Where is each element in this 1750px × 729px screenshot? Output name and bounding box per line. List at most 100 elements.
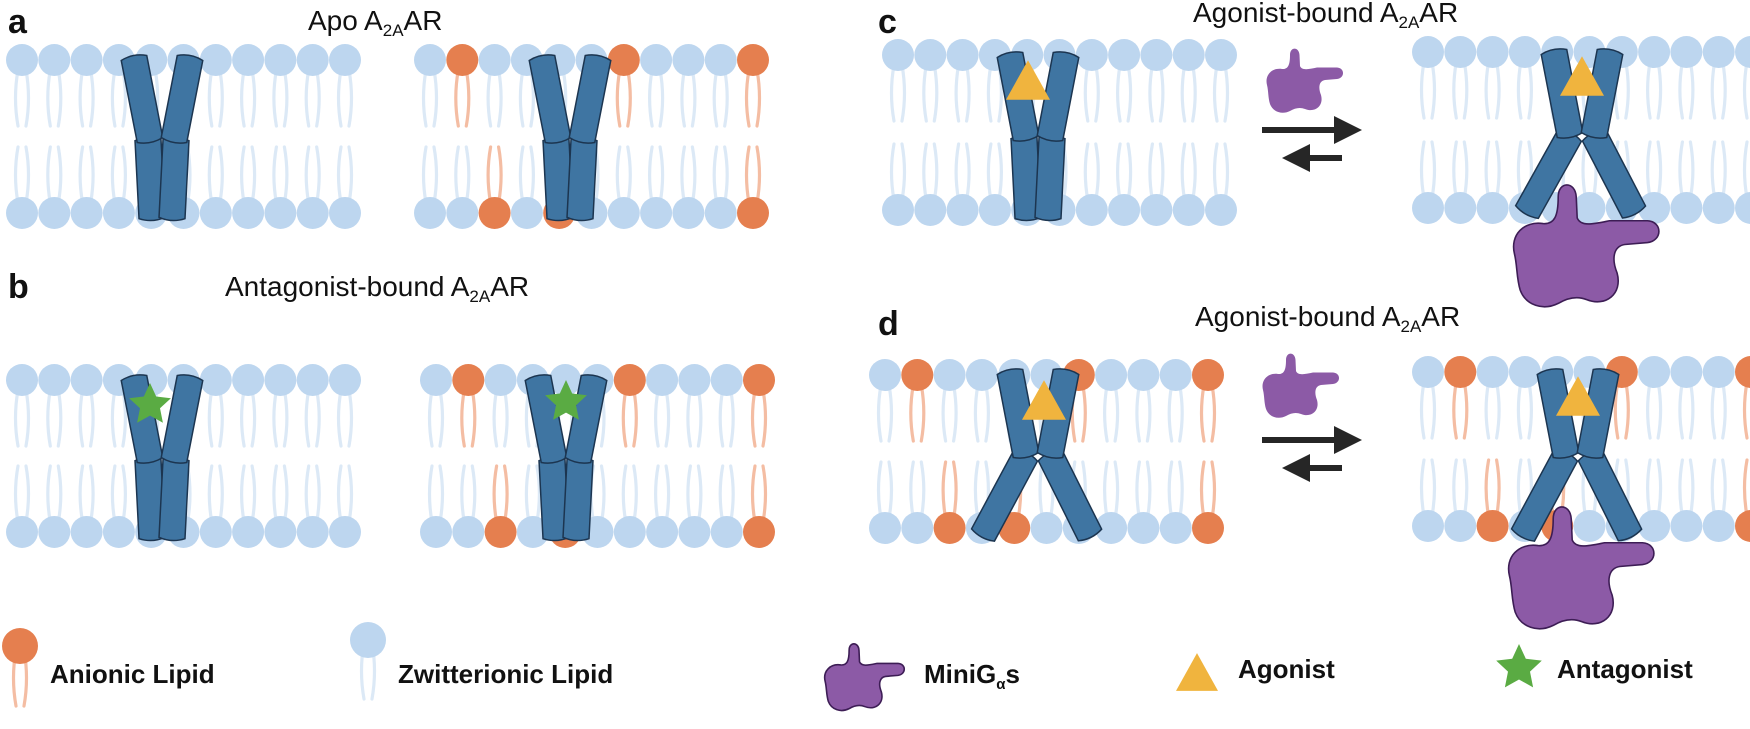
lipid-tail [1646, 140, 1652, 200]
agonist-triangle [1556, 376, 1600, 416]
lipid-tail [421, 68, 428, 128]
lipid-tail [1710, 140, 1717, 200]
lipid-tail [1178, 460, 1184, 520]
helix-cylinder [1034, 134, 1066, 222]
lipid-tail [876, 383, 883, 443]
lipid-tail [13, 145, 20, 205]
lipid-tail [46, 464, 52, 524]
lipid-tail [1135, 460, 1141, 520]
lipid-tail [986, 142, 993, 202]
anionic-lipid-head [1444, 356, 1477, 388]
lipid-tail [626, 145, 632, 205]
zwitterionic-lipid-head [1140, 194, 1173, 226]
lipid-tail [503, 388, 509, 448]
lipid-tail [900, 142, 907, 202]
zwitterionic-lipid-head [264, 364, 297, 396]
lipid-tail [954, 142, 961, 202]
anionic-lipid-head [933, 512, 966, 544]
legend-antagonist-icon [1496, 644, 1542, 688]
legend-icons [2, 622, 1542, 712]
lipid-tail [524, 464, 531, 524]
zwitterionic-lipid-head [199, 44, 232, 76]
zwitterionic-lipid-head [329, 44, 361, 76]
lipid-tail [941, 460, 948, 520]
lipid-tail [615, 68, 622, 128]
zwitterionic-lipid-head [1108, 194, 1141, 226]
lipid-tail [1710, 458, 1717, 518]
lipid-tail [1721, 140, 1727, 200]
anionic-lipid-head [607, 44, 640, 76]
lipid-tail [46, 145, 52, 205]
zwitterionic-lipid-head [882, 194, 914, 226]
zwitterionic-lipid-head [232, 197, 265, 229]
lipid-tail [1624, 60, 1630, 120]
anionic-lipid-head [901, 359, 934, 391]
lipid-tail [1495, 140, 1501, 200]
zwitterionic-lipid-head [1476, 36, 1509, 68]
minig-protein-bound [1507, 506, 1655, 630]
zwitterionic-lipid-head [1412, 36, 1444, 68]
zwitterionic-lipid-head [232, 364, 265, 396]
zwitterionic-lipid-head [1412, 510, 1444, 542]
panel-a-label: a [8, 3, 28, 41]
zwitterionic-lipid-head [1702, 356, 1735, 388]
lipid-tail [1158, 142, 1165, 202]
zwitterionic-lipid-head [1670, 192, 1703, 224]
zwitterionic-lipid-head [420, 364, 452, 396]
lipid-tail [1710, 60, 1717, 120]
zwitterionic-lipid-head [704, 44, 737, 76]
lipid-tail [240, 145, 246, 205]
lipid-tail [1721, 60, 1727, 120]
lipid-tail [24, 464, 31, 524]
lipid-tail [1430, 380, 1437, 440]
zwitterionic-lipid-head [869, 512, 901, 544]
lipid-tail [680, 145, 686, 205]
lipid-tail [1742, 60, 1749, 120]
lipid-tail [1484, 380, 1491, 440]
lipid-tail [315, 145, 321, 205]
lipid-tail [1462, 140, 1469, 200]
zwitterionic-lipid-head [978, 194, 1011, 226]
anionic-lipid-head [484, 516, 517, 548]
zwitterionic-lipid-head [70, 364, 103, 396]
panel-b-label: b [8, 268, 29, 306]
zwitterionic-lipid-head [710, 364, 743, 396]
lipid-tail [632, 464, 638, 524]
lipid-tail [486, 145, 493, 205]
lipid-tail [1656, 458, 1663, 518]
lipid-tail [89, 145, 95, 205]
lipid-tail [718, 388, 725, 448]
lipid-tail [1452, 140, 1458, 200]
zwitterionic-lipid-head [710, 516, 743, 548]
panel-c-label: c [878, 3, 897, 41]
anionic-lipid-head [743, 516, 775, 548]
zwitterionic-lipid-head [6, 44, 38, 76]
lipid-tail [922, 63, 928, 123]
anionic-lipid-head [737, 44, 769, 76]
lipid-tail [1495, 458, 1501, 518]
membrane-d-mixed-right [1412, 356, 1750, 542]
lipid-tail [973, 460, 980, 520]
zwitterionic-lipid-head [199, 516, 232, 548]
zwitterionic-lipid-head [1638, 192, 1671, 224]
equilibrium-arrows-c [1262, 116, 1362, 172]
lipid-tail [486, 68, 493, 128]
lipid-tail [218, 388, 224, 448]
agonist-triangle [1022, 380, 1066, 420]
lipid-tail [336, 388, 343, 448]
lipid-tail [750, 464, 757, 524]
lipid-tail [497, 68, 503, 128]
zwitterionic-lipid-head [199, 364, 232, 396]
zwitterionic-lipid-head [329, 516, 361, 548]
lipid-tail [1721, 380, 1727, 440]
zwitterionic-lipid-head [1638, 510, 1671, 542]
zwitterionic-lipid-head [102, 197, 135, 229]
reverse-arrow-head [1282, 144, 1310, 172]
zwitterionic-lipid-head [1508, 36, 1541, 68]
lipid-tail [1462, 60, 1469, 120]
zwitterionic-lipid-head [1735, 192, 1750, 224]
zwitterionic-lipid-head [678, 516, 711, 548]
zwitterionic-lipid-head [232, 44, 265, 76]
lipid-tail [1516, 458, 1523, 518]
zwitterionic-lipid-head [484, 364, 517, 396]
